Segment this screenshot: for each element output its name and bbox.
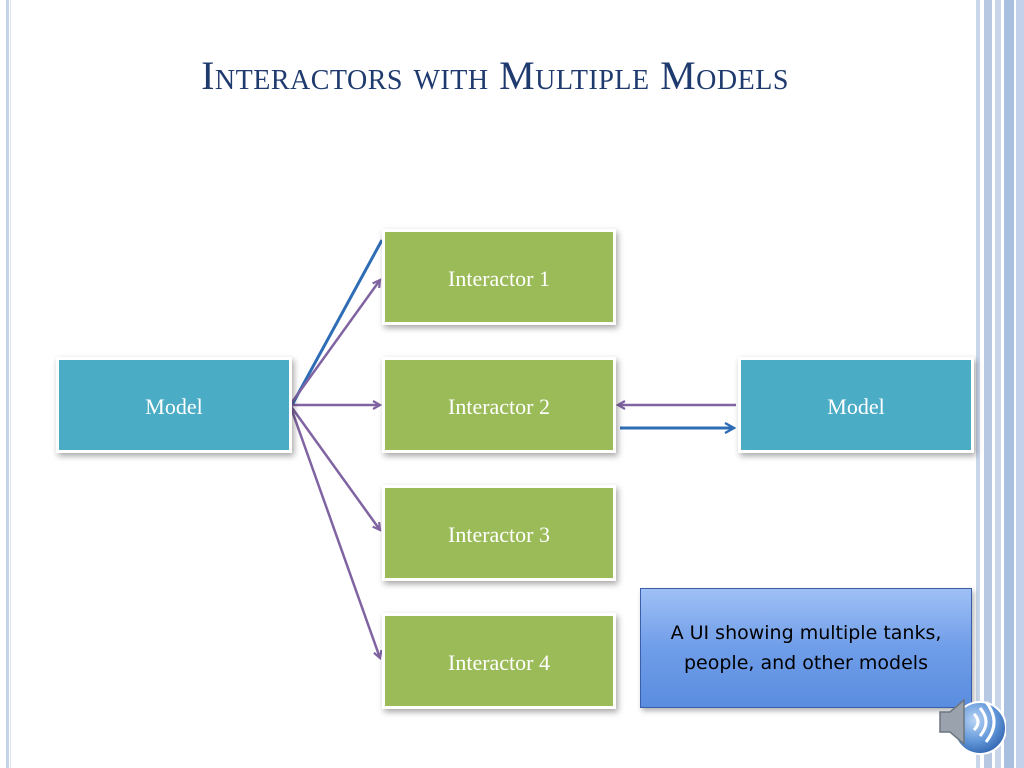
arrow-model-to-interactor3	[288, 404, 380, 530]
callout-note: A UI showing multiple tanks, people, and…	[640, 588, 972, 708]
interactor-box-1: Interactor 1	[382, 229, 616, 325]
callout-line-1: A UI showing multiple tanks,	[670, 622, 942, 644]
decor-stripe	[1004, 0, 1014, 768]
interactor-box-2: Interactor 2	[382, 357, 616, 453]
decor-stripe	[1016, 0, 1024, 768]
interactor-box-3: Interactor 3	[382, 485, 616, 581]
decor-stripe	[995, 0, 1001, 768]
interactor-box-4: Interactor 4	[382, 613, 616, 709]
decor-stripe	[976, 0, 980, 768]
arrow-model-to-interactor1-blue	[290, 239, 384, 406]
model-box-right: Model	[738, 357, 974, 453]
speaker-icon[interactable]	[934, 684, 1006, 756]
slide-title: Interactors with Multiple Models	[201, 53, 789, 98]
frame-border-left	[6, 0, 9, 768]
callout-text: A UI showing multiple tanks, people, and…	[671, 618, 942, 678]
callout-line-2: people, and other models	[683, 652, 928, 674]
model-box-left: Model	[56, 357, 292, 453]
decor-stripe	[984, 0, 992, 768]
arrow-model-to-interactor4	[288, 404, 380, 658]
frame-border-left-inner	[10, 0, 11, 768]
arrow-model-to-interactor1	[288, 280, 380, 406]
